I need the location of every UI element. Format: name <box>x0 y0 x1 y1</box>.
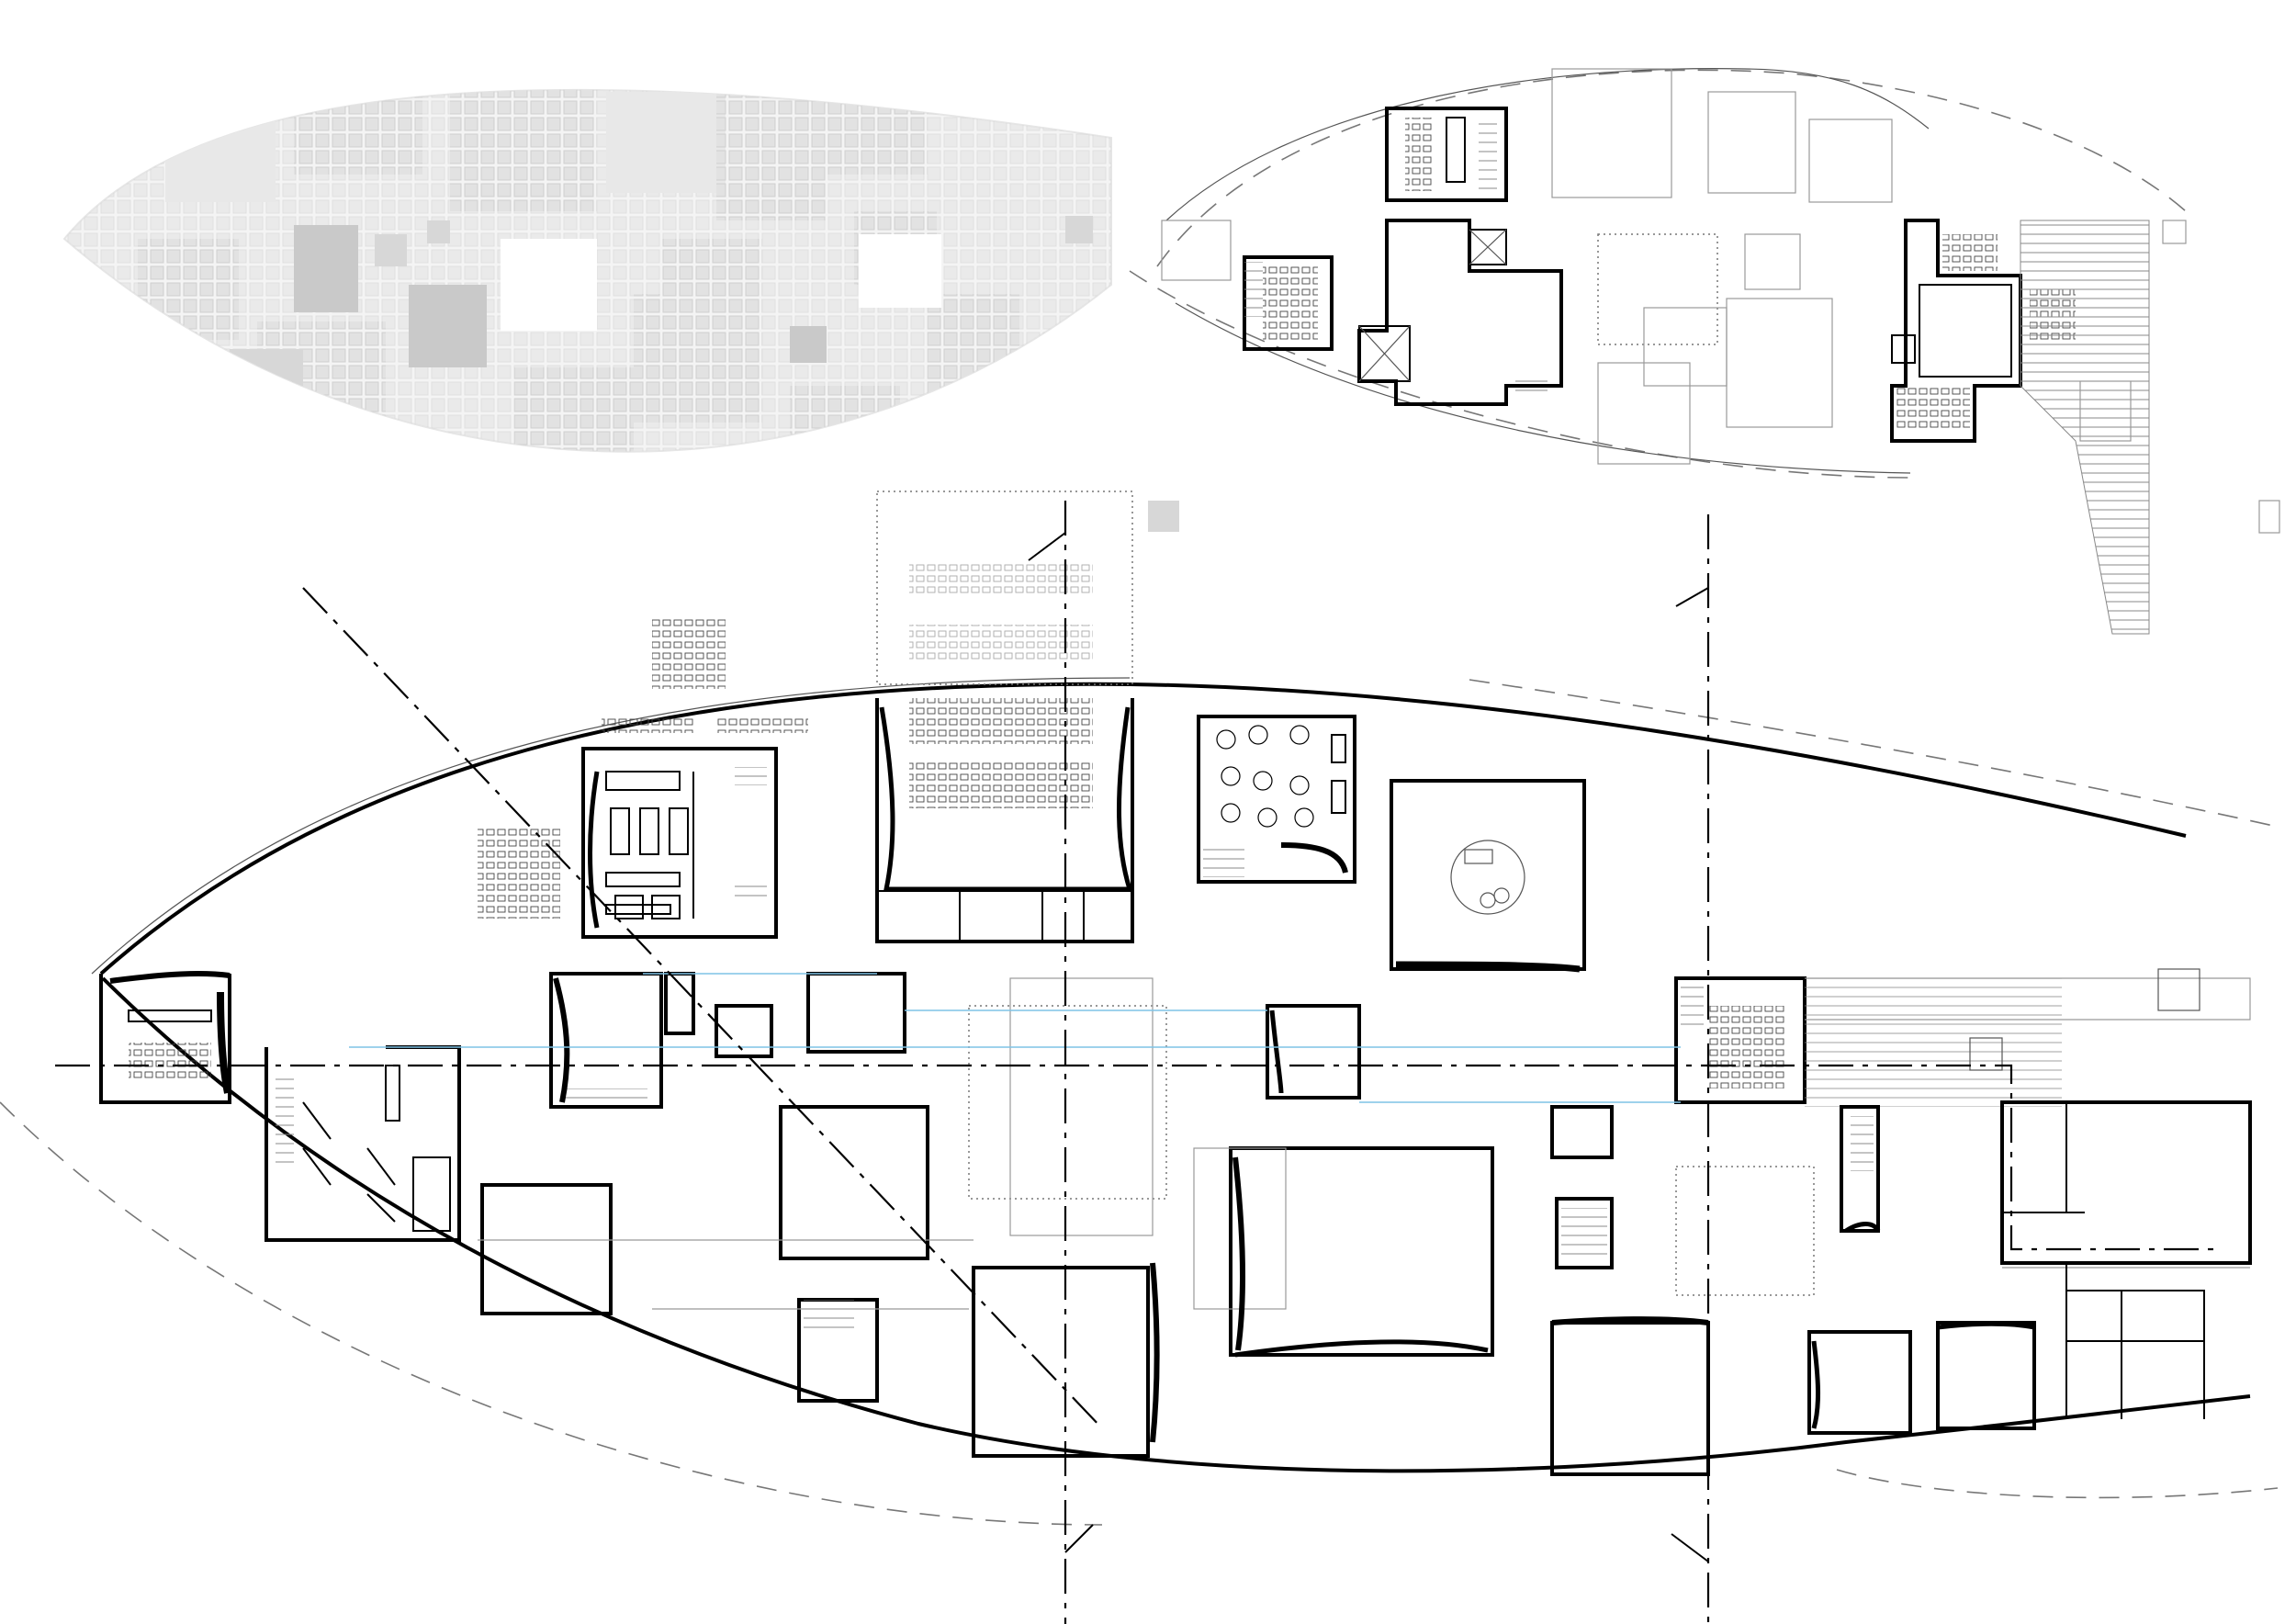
roof-plan <box>62 88 1179 532</box>
section-cut-lines <box>55 501 2223 1624</box>
corridor-guides <box>349 973 1681 1310</box>
ground-floor-plan <box>0 491 2279 1624</box>
outdoor-seating <box>478 615 808 919</box>
upper-floor-plan <box>1129 68 2280 635</box>
